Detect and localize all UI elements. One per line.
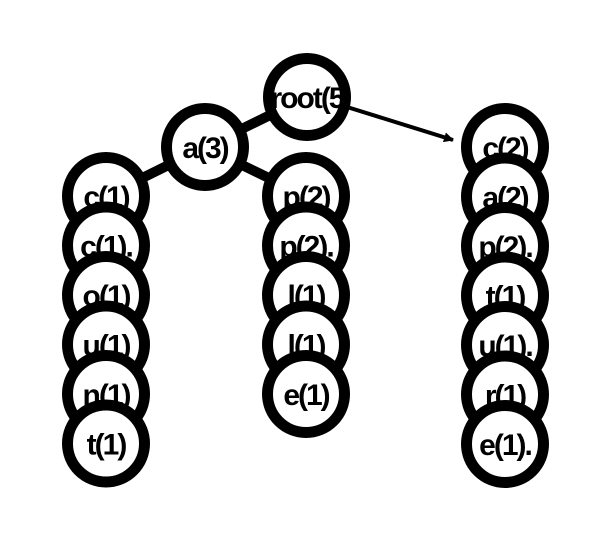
- node-left-5-label: t(1): [87, 429, 127, 462]
- node-right-6: e(1).: [461, 400, 549, 488]
- node-left-5-circle: [62, 399, 150, 488]
- node-root-circle: [263, 53, 351, 141]
- node-mid-4-circle: [262, 350, 350, 438]
- node-a-label: a(3): [182, 132, 228, 165]
- node-root: root(5: [263, 53, 351, 141]
- node-left-5: t(1): [62, 399, 150, 488]
- node-right-6-circle: [461, 400, 549, 488]
- node-a: a(3): [161, 103, 249, 191]
- node-mid-4: e(1): [262, 350, 350, 438]
- arrow-root-c: [346, 105, 454, 143]
- node-a-circle: [161, 103, 249, 191]
- nodes-layer: c(1)c(1).o(1)u(1)n(1)t(1)p(2)p(2).l(1)l(…: [62, 53, 549, 488]
- node-right-6-label: e(1).: [479, 429, 531, 462]
- node-root-label: root(5: [271, 82, 345, 115]
- node-mid-4-label: e(1): [283, 379, 329, 412]
